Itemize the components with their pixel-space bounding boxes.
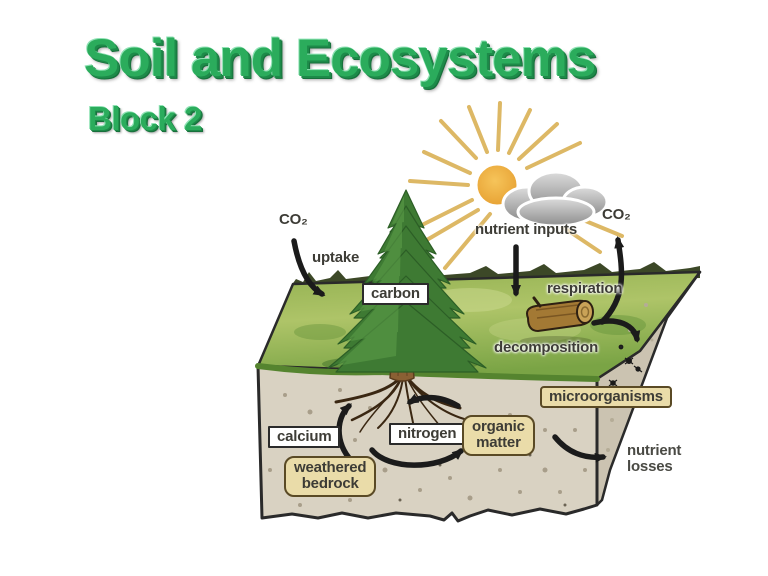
arrow-co2-uptake [291, 238, 326, 297]
arrow-cycle-bottom [369, 447, 465, 468]
slide-title: Soil and Ecosystems [84, 29, 596, 88]
co2-left-label: CO₂ [279, 211, 308, 228]
arrow-decomposition [591, 318, 641, 343]
organic-matter-line1: organic [472, 418, 525, 435]
weathered-bedrock-line1: weathered [294, 459, 367, 476]
slide-subtitle: Block 2 [88, 100, 202, 137]
nutrient-losses-line1: nutrient [627, 442, 682, 459]
uptake-label: uptake [312, 249, 360, 266]
respiration-label: respiration [547, 280, 623, 297]
carbon-label: carbon [362, 283, 429, 305]
co2-right-label: CO₂ [602, 206, 631, 223]
decomposition-label: decomposition [494, 339, 599, 356]
nutrient-inputs-label: nutrient inputs [475, 221, 577, 238]
weathered-bedrock-label: weathered bedrock [284, 456, 377, 497]
nutrient-losses-line2: losses [627, 457, 673, 475]
log-icon [520, 296, 594, 346]
organic-matter-label: organic matter [462, 415, 535, 456]
nitrogen-label: nitrogen [389, 423, 466, 445]
arrow-cycle-top [406, 393, 461, 409]
nutrient-losses-label: nutrient losses [627, 443, 681, 475]
microorganisms-label: microorganisms [540, 386, 672, 408]
weathered-bedrock-line2: bedrock [301, 474, 359, 492]
arrow-respiration-co2 [599, 236, 625, 325]
organic-matter-line2: matter [476, 433, 521, 451]
cloud-icon [501, 170, 609, 228]
arrow-nutrient-losses [552, 434, 607, 463]
calcium-label: calcium [268, 426, 341, 448]
